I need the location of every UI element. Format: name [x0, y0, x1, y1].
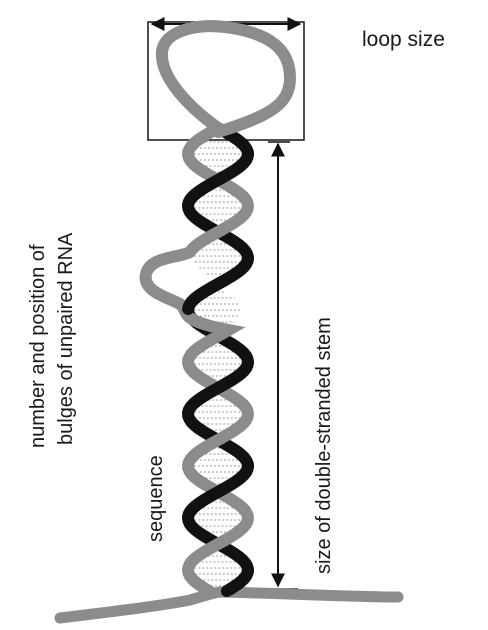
- light-rna-strand: [146, 26, 290, 591]
- bulges-label-line1: number and position of: [27, 244, 49, 448]
- sequence-label: sequence: [145, 455, 167, 542]
- base-pair-hatching: [194, 142, 242, 586]
- dark-strand-crossing: [188, 258, 248, 309]
- loop-size-label: loop size: [362, 28, 445, 51]
- stem-size-label: size of double-stranded stem: [313, 317, 335, 574]
- bulges-label-line2: bulges of unpaired RNA: [55, 232, 77, 445]
